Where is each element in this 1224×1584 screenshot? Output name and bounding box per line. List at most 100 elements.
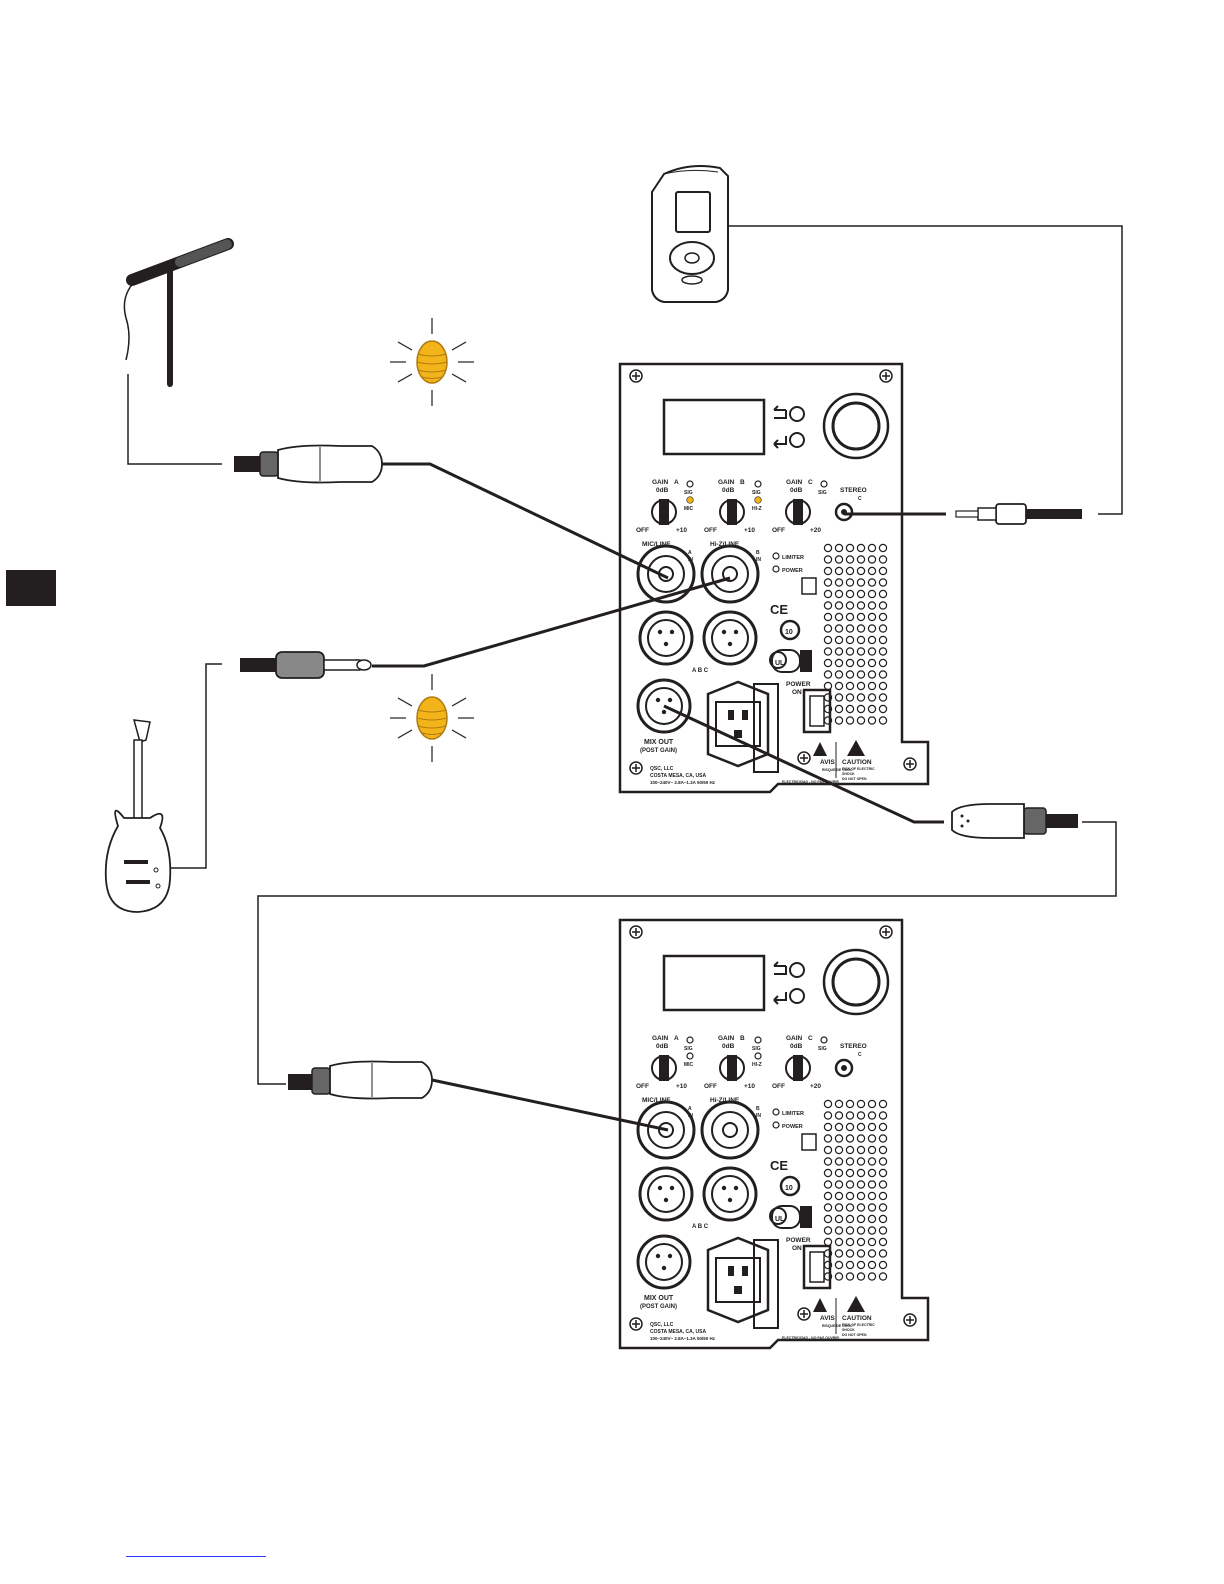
- svg-text:OFF: OFF: [704, 527, 717, 534]
- svg-text:C: C: [858, 496, 862, 502]
- grille-hole: [845, 635, 855, 645]
- link-cable: [431, 1078, 669, 1132]
- svg-text:DO NOT OPEN: DO NOT OPEN: [842, 777, 867, 781]
- grille-hole: [856, 624, 866, 633]
- grille-hole: [878, 555, 888, 564]
- media-player-icon: [651, 165, 729, 303]
- grille-hole: [823, 566, 833, 576]
- grille-hole: [867, 716, 877, 725]
- svg-text:IN: IN: [756, 1113, 761, 1119]
- grille-hole: [878, 566, 888, 576]
- grille-hole: [878, 1111, 888, 1120]
- grille-hole: [834, 716, 844, 725]
- grille-hole: [878, 1226, 888, 1235]
- svg-text:IN: IN: [688, 1113, 693, 1119]
- svg-text:POWER: POWER: [786, 1237, 811, 1244]
- mic-cable: [382, 462, 669, 580]
- svg-text:SIG: SIG: [752, 1046, 761, 1052]
- svg-text:C: C: [808, 1035, 813, 1042]
- mic-line-label: MIC/LINE: [642, 541, 671, 548]
- grille-hole: [856, 658, 866, 668]
- grille-hole: [878, 1157, 888, 1166]
- gain-c-label: GAIN: [786, 479, 803, 486]
- grille-hole: [834, 704, 844, 714]
- lower-speaker-panel: GAIN A GAIN B GAIN C 0dB 0dB 0dB OFF +10…: [618, 918, 930, 1350]
- svg-text:AVIS: AVIS: [820, 1315, 835, 1322]
- clip-lamp-icon: [390, 674, 474, 762]
- svg-text:C: C: [858, 1052, 862, 1058]
- mic-lead: [127, 374, 222, 465]
- grille-hole: [867, 1122, 877, 1132]
- svg-text:(POST GAIN): (POST GAIN): [640, 748, 677, 754]
- power-led-label: POWER: [782, 568, 803, 574]
- grille-hole: [856, 693, 866, 702]
- svg-text:B: B: [740, 1035, 745, 1042]
- grille-hole: [845, 1237, 855, 1247]
- grille-hole: [834, 578, 844, 587]
- grille-hole: [834, 1180, 844, 1189]
- grille-hole: [867, 566, 877, 576]
- cables: [127, 225, 1123, 1132]
- grille-hole: [856, 1111, 866, 1120]
- grille-hole: [845, 1260, 855, 1270]
- svg-text:UL: UL: [775, 1216, 785, 1223]
- grille-hole: [867, 1145, 877, 1155]
- hiz-line-label: Hi-Z/LINE: [710, 541, 740, 548]
- speaker-grille: [823, 1099, 888, 1281]
- svg-text:RISK OF ELECTRIC: RISK OF ELECTRIC: [842, 1323, 875, 1327]
- grille-hole: [856, 589, 866, 599]
- grille-hole: [867, 1260, 877, 1270]
- chapter-tab: [6, 570, 56, 606]
- grille-hole: [823, 1099, 833, 1109]
- svg-text:ON: ON: [792, 1245, 802, 1252]
- grille-hole: [845, 1272, 855, 1281]
- grille-hole: [845, 681, 855, 691]
- grille-hole: [845, 1226, 855, 1235]
- svg-text:0dB: 0dB: [656, 1043, 669, 1050]
- grille-hole: [867, 658, 877, 668]
- grille-hole: [856, 1145, 866, 1155]
- grille-hole: [834, 589, 844, 599]
- grille-hole: [878, 1180, 888, 1189]
- grille-hole: [856, 647, 866, 656]
- grille-hole: [867, 1191, 877, 1201]
- grille-hole: [823, 1249, 833, 1258]
- svg-text:0dB: 0dB: [722, 1043, 735, 1050]
- svg-text:A: A: [688, 550, 692, 556]
- svg-text:10: 10: [785, 629, 793, 636]
- grille-hole: [856, 635, 866, 645]
- grille-hole: [834, 566, 844, 576]
- guitar-lead: [170, 663, 222, 869]
- grille-hole: [856, 543, 866, 553]
- grille-hole: [834, 681, 844, 691]
- mix-out-cable: [663, 704, 944, 824]
- grille-hole: [823, 670, 833, 679]
- svg-text:GAIN: GAIN: [718, 1035, 735, 1042]
- svg-text:ELECTRICIDAD - NO PAS OUVRIR: ELECTRICIDAD - NO PAS OUVRIR: [782, 780, 839, 784]
- svg-text:ELECTRICIDAD - NO PAS OUVRIR: ELECTRICIDAD - NO PAS OUVRIR: [782, 1336, 839, 1340]
- link-lead: [257, 821, 1117, 1085]
- svg-text:OFF: OFF: [636, 1083, 649, 1090]
- grille-hole: [867, 1237, 877, 1247]
- grille-hole: [834, 1145, 844, 1155]
- grille-hole: [867, 704, 877, 714]
- grille-hole: [834, 1249, 844, 1258]
- grille-hole: [834, 601, 844, 610]
- svg-text:SHOCK: SHOCK: [842, 1328, 855, 1332]
- grille-hole: [856, 1157, 866, 1166]
- grille-hole: [845, 704, 855, 714]
- svg-text:QSC, LLC: QSC, LLC: [650, 1322, 674, 1328]
- svg-text:B: B: [740, 479, 745, 486]
- grille-hole: [834, 635, 844, 645]
- grille-hole: [878, 1237, 888, 1247]
- grille-hole: [856, 1237, 866, 1247]
- grille-hole: [834, 624, 844, 633]
- grille-hole: [823, 1157, 833, 1166]
- svg-text:OFF: OFF: [772, 1083, 785, 1090]
- svg-text:COSTA MESA, CA, USA: COSTA MESA, CA, USA: [650, 1329, 707, 1335]
- grille-hole: [845, 1122, 855, 1132]
- grille-hole: [823, 578, 833, 587]
- svg-text:A: A: [674, 1035, 679, 1042]
- grille-hole: [845, 1249, 855, 1258]
- grille-hole: [845, 1099, 855, 1109]
